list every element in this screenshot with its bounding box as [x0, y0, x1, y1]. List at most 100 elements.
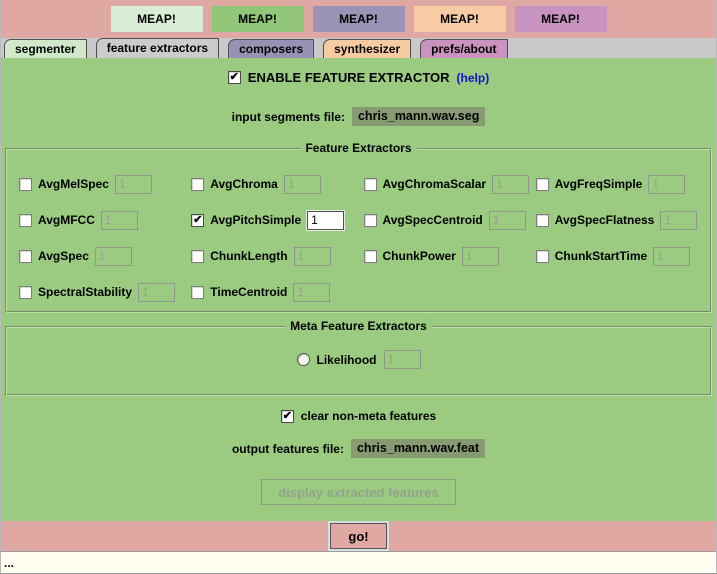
tab-bar: segmenter feature extractors composers s…: [1, 38, 716, 58]
checkmark-icon: ✔: [282, 409, 292, 422]
timecentroid-label: TimeCentroid: [210, 285, 288, 299]
avgspecflatness-value-field[interactable]: 1: [660, 210, 698, 230]
avgmfcc-checkbox[interactable]: ✔: [19, 213, 32, 227]
tab-composers[interactable]: composers: [228, 39, 315, 58]
chunkstarttime-value-field[interactable]: 1: [653, 246, 691, 266]
extractor-avgspeccentroid: ✔ AvgSpecCentroid 1: [360, 210, 532, 230]
go-button[interactable]: go!: [330, 523, 387, 549]
extractor-avgchroma: ✔ AvgChroma 1: [187, 174, 359, 194]
avgspec-value-field[interactable]: 1: [94, 246, 132, 266]
extractor-avgspecflatness: ✔ AvgSpecFlatness 1: [532, 210, 704, 230]
meap-button-3[interactable]: MEAP!: [312, 6, 405, 32]
avgfreqsimple-label: AvgFreqSimple: [554, 177, 643, 191]
avgchromascalar-label: AvgChromaScalar: [382, 177, 487, 191]
avgchromascalar-checkbox[interactable]: ✔: [363, 177, 377, 191]
extractor-spectralstability: ✔ SpectralStability 1: [15, 282, 187, 302]
chunkpower-label: ChunkPower: [382, 249, 456, 263]
extractor-avgmfcc: ✔ AvgMFCC 1: [15, 210, 187, 230]
checkmark-icon: ✔: [193, 213, 203, 226]
tab-segmenter[interactable]: segmenter: [4, 39, 87, 58]
avgpitchsimple-checkbox[interactable]: ✔: [191, 213, 205, 227]
input-segments-file-label: input segments file:: [231, 109, 345, 124]
chunklength-value-field[interactable]: 1: [293, 246, 331, 266]
clear-non-meta-row: ✔ clear non-meta features: [1, 409, 716, 423]
chunkpower-checkbox[interactable]: ✔: [363, 249, 377, 263]
avgpitchsimple-value-field[interactable]: 1: [307, 210, 345, 230]
clear-non-meta-checkbox[interactable]: ✔: [280, 409, 294, 423]
enable-feature-extractor-checkbox[interactable]: ✔: [227, 71, 241, 84]
extractor-avgfreqsimple: ✔ AvgFreqSimple 1: [532, 174, 704, 194]
feature-extractors-title: Feature Extractors: [300, 141, 417, 155]
timecentroid-checkbox[interactable]: ✔: [191, 285, 205, 299]
output-features-file-label: output features file:: [231, 441, 344, 456]
avgspecflatness-checkbox[interactable]: ✔: [535, 213, 549, 227]
avgfreqsimple-checkbox[interactable]: ✔: [535, 177, 549, 191]
avgspec-label: AvgSpec: [38, 249, 89, 263]
extractor-avgspec: ✔ AvgSpec 1: [15, 246, 187, 266]
help-link[interactable]: (help): [456, 70, 490, 85]
clear-non-meta-label: clear non-meta features: [300, 409, 437, 423]
chunklength-checkbox[interactable]: ✔: [191, 249, 205, 263]
status-text: ...: [4, 556, 15, 570]
input-segments-file-value[interactable]: chris_mann.wav.seg: [351, 107, 486, 126]
feature-extractors-grid: ✔ AvgMelSpec 1 ✔ AvgChroma 1 ✔ AvgChroma…: [15, 166, 704, 310]
avgfreqsimple-value-field[interactable]: 1: [648, 174, 686, 194]
spectralstability-value-field[interactable]: 1: [138, 282, 176, 302]
meap-button-2[interactable]: MEAP!: [211, 6, 304, 32]
likelihood-value-field[interactable]: 1: [383, 350, 421, 369]
extractor-avgchromascalar: ✔ AvgChromaScalar 1: [360, 174, 532, 194]
avgspeccentroid-label: AvgSpecCentroid: [382, 213, 483, 227]
tab-prefs-about[interactable]: prefs/about: [420, 39, 508, 58]
chunkstarttime-checkbox[interactable]: ✔: [535, 249, 549, 263]
extractor-chunkpower: ✔ ChunkPower 1: [360, 246, 532, 266]
likelihood-label: Likelihood: [316, 352, 377, 367]
avgmelspec-checkbox[interactable]: ✔: [19, 177, 32, 191]
avgspecflatness-label: AvgSpecFlatness: [554, 213, 655, 227]
avgchroma-label: AvgChroma: [210, 177, 278, 191]
avgspeccentroid-checkbox[interactable]: ✔: [363, 213, 377, 227]
timecentroid-value-field[interactable]: 1: [293, 282, 331, 302]
meta-feature-extractors-group: Meta Feature Extractors Likelihood 1: [5, 319, 712, 396]
meap-button-bar: MEAP! MEAP! MEAP! MEAP! MEAP!: [1, 0, 716, 38]
chunkstarttime-label: ChunkStartTime: [554, 249, 648, 263]
output-file-row: output features file: chris_mann.wav.fea…: [1, 439, 716, 458]
spectralstability-label: SpectralStability: [38, 285, 133, 299]
display-extracted-features-button[interactable]: display extracted features: [261, 479, 456, 505]
enable-feature-extractor-label: ENABLE FEATURE EXTRACTOR: [247, 70, 450, 85]
extractor-timecentroid: ✔ TimeCentroid 1: [187, 282, 359, 302]
chunkpower-value-field[interactable]: 1: [461, 246, 499, 266]
avgchroma-checkbox[interactable]: ✔: [191, 177, 205, 191]
display-button-row: display extracted features: [1, 479, 716, 505]
avgmelspec-value-field[interactable]: 1: [114, 174, 152, 194]
avgmelspec-label: AvgMelSpec: [38, 177, 109, 191]
feature-extractor-panel: ✔ ENABLE FEATURE EXTRACTOR (help) input …: [1, 58, 716, 521]
extractor-avgpitchsimple: ✔ AvgPitchSimple 1: [187, 210, 359, 230]
input-file-row: input segments file: chris_mann.wav.seg: [1, 107, 716, 126]
avgspec-checkbox[interactable]: ✔: [19, 249, 32, 263]
avgmfcc-value-field[interactable]: 1: [100, 210, 138, 230]
spectralstability-checkbox[interactable]: ✔: [19, 285, 32, 299]
likelihood-radio[interactable]: [296, 353, 310, 366]
output-features-file-value[interactable]: chris_mann.wav.feat: [350, 439, 486, 458]
avgchroma-value-field[interactable]: 1: [283, 174, 321, 194]
chunklength-label: ChunkLength: [210, 249, 288, 263]
meap-button-5[interactable]: MEAP!: [514, 6, 607, 32]
likelihood-row: Likelihood 1: [7, 350, 710, 369]
avgchromascalar-value-field[interactable]: 1: [492, 174, 530, 194]
extractor-avgmelspec: ✔ AvgMelSpec 1: [15, 174, 187, 194]
avgpitchsimple-label: AvgPitchSimple: [210, 213, 302, 227]
enable-row: ✔ ENABLE FEATURE EXTRACTOR (help): [1, 70, 716, 85]
meap-button-4[interactable]: MEAP!: [413, 6, 506, 32]
avgmfcc-label: AvgMFCC: [38, 213, 95, 227]
go-bar: go!: [1, 521, 716, 551]
extractor-chunklength: ✔ ChunkLength 1: [187, 246, 359, 266]
checkmark-icon: ✔: [229, 71, 239, 83]
tab-synthesizer[interactable]: synthesizer: [323, 39, 412, 58]
tab-feature-extractors[interactable]: feature extractors: [95, 38, 220, 58]
status-bar: ...: [1, 551, 716, 573]
meap-button-1[interactable]: MEAP!: [110, 6, 203, 32]
extractor-chunkstarttime: ✔ ChunkStartTime 1: [532, 246, 704, 266]
avgspeccentroid-value-field[interactable]: 1: [488, 210, 526, 230]
meta-feature-extractors-title: Meta Feature Extractors: [285, 319, 432, 333]
